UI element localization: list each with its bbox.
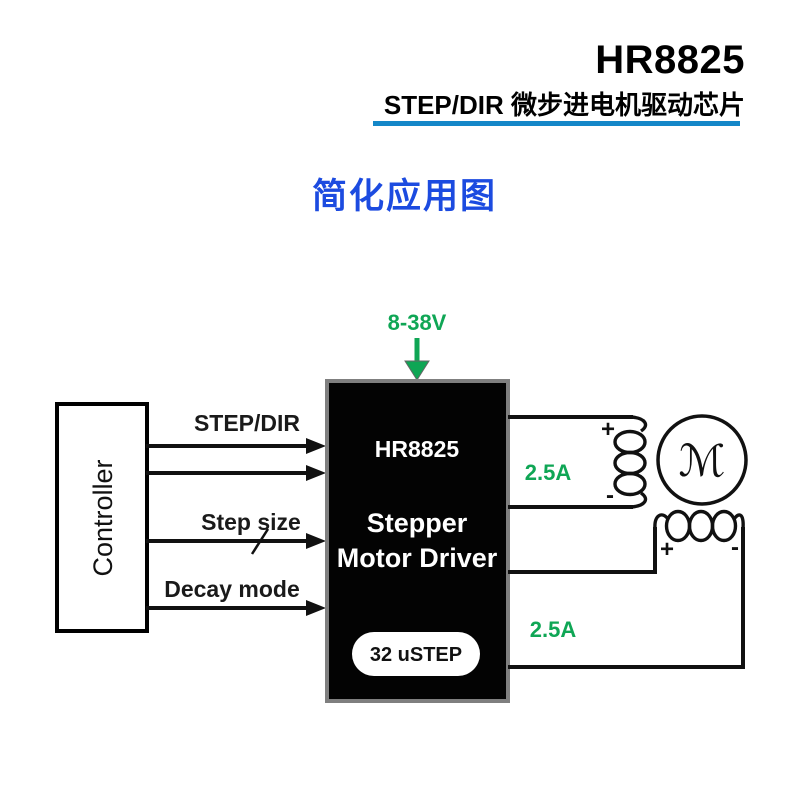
motor-symbol: ℳ [678,436,725,487]
motor-circle [656,414,748,506]
phase-a-coil-loop-1 [613,429,647,455]
decay-mode-label: Decay mode [164,576,300,602]
step-dir-label: STEP/DIR [194,410,300,436]
phase-b-minus-sign: - [731,534,739,561]
phase-a-coil-loop-3 [613,471,647,497]
phase-b-plus-sign: + [660,536,674,563]
driver-chip-name: HR8825 [375,436,460,462]
phase-b-left-wire [508,527,657,574]
phase-a-coil-hook-top [630,415,648,433]
application-diagram: 8-38V Controller STEP/DIR Step size Deca… [55,310,748,703]
step-size-arrow-head [306,533,326,549]
chip-title: HR8825 [595,38,745,82]
supply-voltage-label: 8-38V [388,310,447,335]
microstep-badge [352,632,480,676]
decay-mode-arrow-head [306,600,326,616]
phase-b-right-wire [508,527,745,669]
microstep-badge-label: 32 uSTEP [370,644,462,666]
phase-a-plus-sign: + [601,416,615,443]
driver-function-line1: Stepper [367,508,468,538]
section-title: 简化应用图 [312,177,498,216]
controller-label-group: Controller [88,459,118,576]
supply-arrow-head [404,360,430,381]
step-dir-arrow-2-head [306,465,326,481]
phase-b-coil-hook-left [653,513,670,530]
phase-b-coil-loop-3 [710,509,738,543]
bus-width-slash [250,528,270,555]
chip-subtitle: STEP/DIR 微步进电机驱动芯片 [383,90,745,120]
step-dir-arrow-1-head [306,438,326,454]
phase-b-coil-hook-right [732,513,745,530]
phase-b-current-label: 2.5A [530,617,577,642]
step-size-label: Step size [201,509,301,535]
driver-function-line2: Motor Driver [337,543,498,573]
header-rule [373,121,740,126]
phase-a-minus-sign: - [606,482,614,509]
phase-a-current-label: 2.5A [525,460,572,485]
phase-a-coil-hook-bottom [630,491,648,509]
controller-label: Controller [88,459,118,576]
phase-a-coil-loop-2 [613,450,647,476]
phase-b-coil-loop-2 [687,509,715,543]
controller-box [55,402,149,633]
